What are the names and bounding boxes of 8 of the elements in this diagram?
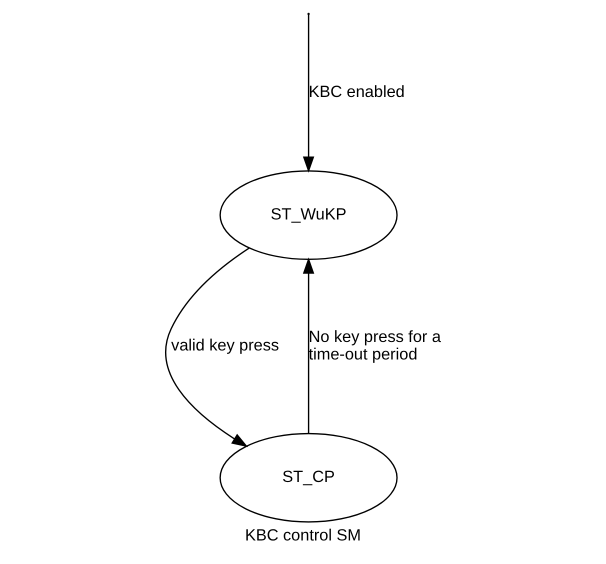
node-ellipse: ST_WuKP xyxy=(219,170,398,260)
edge-label: valid key press xyxy=(171,336,280,355)
edge-label: KBC enabled xyxy=(308,82,405,101)
arrow xyxy=(302,14,314,173)
arrow xyxy=(165,248,250,448)
caption: KBC control SM xyxy=(244,526,362,544)
arrow xyxy=(302,257,314,434)
edge-label: No key press for a time-out period xyxy=(308,328,441,364)
